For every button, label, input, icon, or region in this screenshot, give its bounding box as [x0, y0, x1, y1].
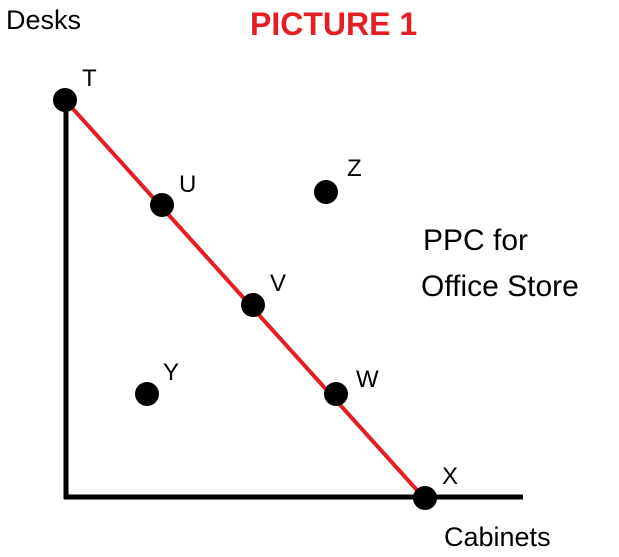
point-t-dot [53, 88, 77, 112]
points-layer: T U V W X Y Z [53, 65, 458, 510]
note-line-1: PPC for [423, 224, 528, 257]
point-z-label: Z [347, 155, 362, 182]
diagram-title: PICTURE 1 [250, 6, 417, 42]
point-w-dot [324, 382, 348, 406]
point-u-dot [150, 193, 174, 217]
point-x-label: X [442, 463, 458, 490]
point-y-dot [135, 382, 159, 406]
point-w-label: W [356, 366, 379, 393]
point-u-label: U [179, 171, 196, 198]
point-v-dot [241, 293, 265, 317]
note-line-2: Office Store [421, 270, 579, 303]
point-t-label: T [82, 65, 97, 92]
y-axis-label: Desks [6, 5, 81, 35]
point-z-dot [314, 180, 338, 204]
x-axis-label: Cabinets [444, 522, 551, 552]
point-y-label: Y [163, 359, 179, 386]
point-v-label: V [270, 270, 286, 297]
point-x-dot [413, 486, 437, 510]
